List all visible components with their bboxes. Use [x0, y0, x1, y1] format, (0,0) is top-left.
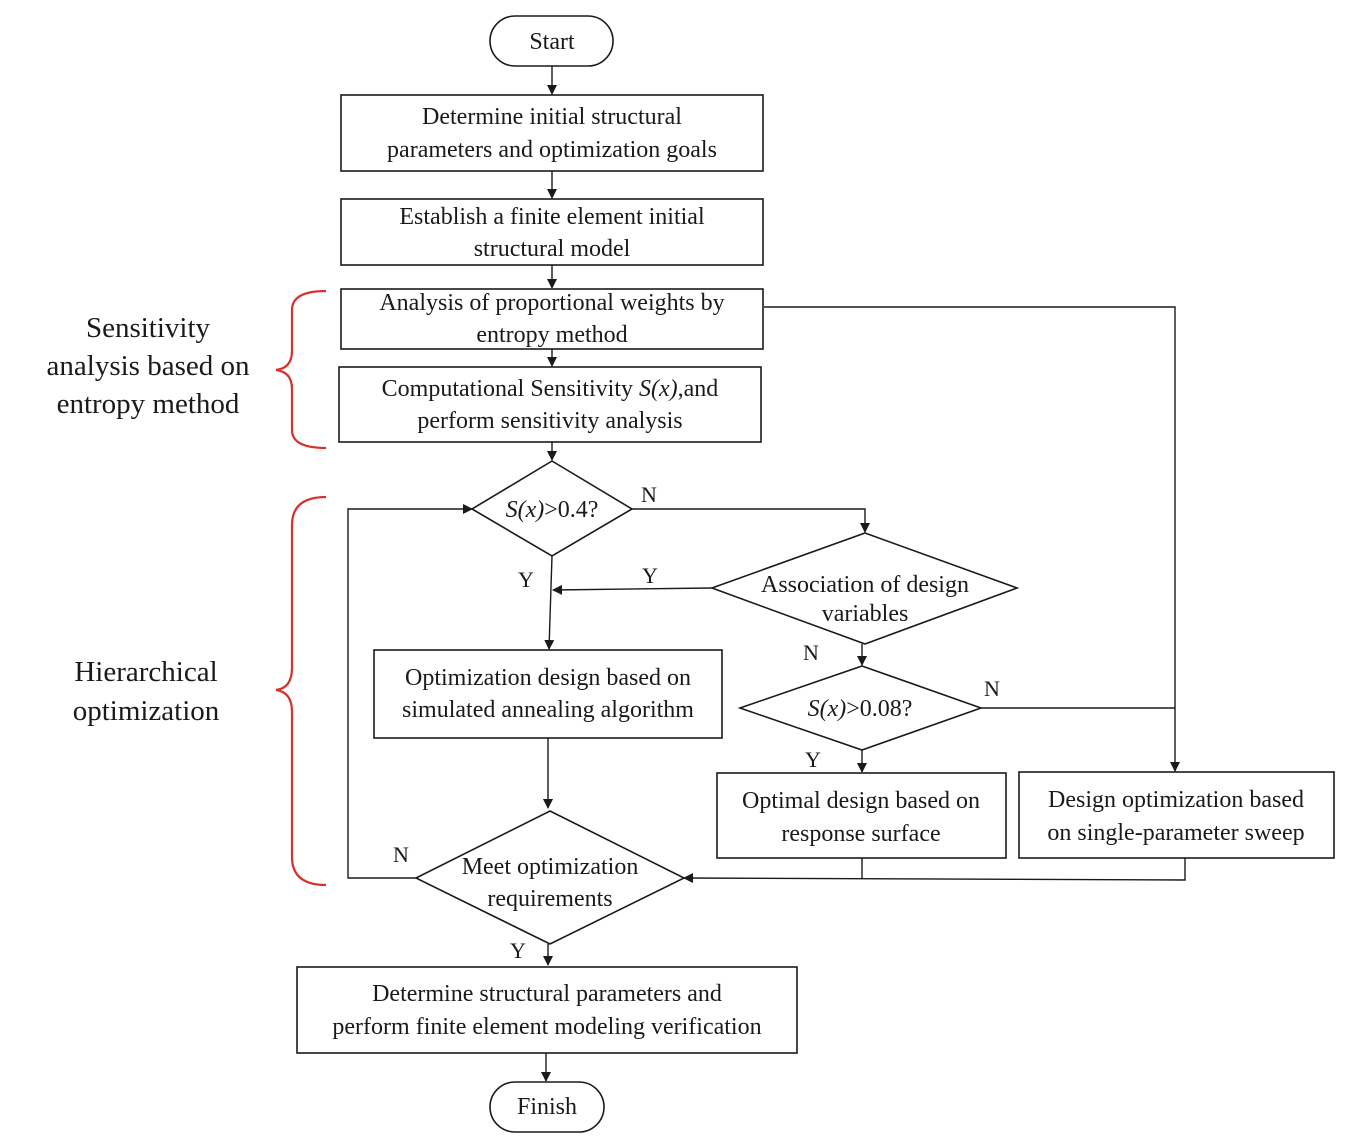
sensitivity-line1-pre: Computational Sensitivity	[382, 376, 639, 402]
sensitivity-group-line3: entropy method	[57, 388, 240, 420]
response-surface-line1: Optimal design based on	[742, 788, 980, 814]
start-label: Start	[529, 29, 575, 55]
decision-04-rest: >0.4?	[544, 497, 598, 523]
edge-sweep-to-meet	[683, 858, 1186, 884]
sensitivity-line1-post: ,and	[678, 376, 719, 402]
association-line2: variables	[822, 601, 909, 627]
edge-meet-no-loop	[347, 504, 473, 879]
simulated-annealing-line2: simulated annealing algorithm	[402, 697, 694, 723]
hierarchical-group-line1: Hierarchical	[74, 656, 217, 688]
edge-labels: N Y Y N N Y N Y	[393, 482, 1000, 963]
finish-label: Finish	[517, 1094, 577, 1120]
sensitivity-line1: Computational Sensitivity S(x),and	[382, 376, 719, 402]
label-association-no: N	[803, 640, 819, 665]
entropy-weights-box: Analysis of proportional weights by entr…	[340, 288, 764, 350]
sensitivity-group-line1: Sensitivity	[86, 312, 211, 344]
determine-initial-line2: parameters and optimization goals	[387, 137, 717, 163]
sensitivity-brace	[275, 289, 327, 450]
edge-entropy-to-single-sweep	[764, 306, 1180, 772]
decision-008-text: S(x)>0.08?	[808, 696, 913, 722]
single-sweep-line2: on single-parameter sweep	[1047, 820, 1304, 846]
establish-model-box: Establish a finite element initial struc…	[340, 198, 764, 266]
decision-04-text: S(x)>0.4?	[506, 497, 599, 523]
decision-04-diamond: S(x)>0.4?	[470, 460, 634, 557]
meet-requirements-diamond: Meet optimization requirements	[414, 810, 686, 945]
simulated-annealing-line1: Optimization design based on	[405, 665, 691, 691]
final-verification-line2: perform finite element modeling verifica…	[332, 1014, 761, 1040]
establish-model-line2: structural model	[474, 236, 631, 262]
sensitivity-group: Sensitivity analysis based on entropy me…	[47, 289, 327, 450]
simulated-annealing-box: Optimization design based on simulated a…	[373, 649, 723, 739]
edge-decision-04-yes	[544, 555, 555, 650]
single-sweep-line1: Design optimization based	[1048, 787, 1304, 813]
establish-model-line1: Establish a finite element initial	[399, 204, 705, 230]
hierarchical-group-line2: optimization	[73, 695, 220, 727]
final-verification-line1: Determine structural parameters and	[372, 981, 722, 1007]
label-d04-no: N	[641, 482, 657, 507]
sensitivity-line1-italic: S(x)	[639, 376, 678, 402]
hierarchical-brace	[275, 495, 327, 887]
label-meet-yes: Y	[510, 938, 526, 963]
label-association-yes: Y	[642, 563, 658, 588]
edge-decision-04-no	[632, 508, 870, 533]
determine-initial-box: Determine initial structural parameters …	[340, 94, 764, 172]
decision-008-rest: >0.08?	[846, 696, 912, 722]
entropy-weights-line2: entropy method	[476, 322, 627, 348]
edge-association-yes	[552, 584, 713, 595]
sensitivity-group-line2: analysis based on	[47, 350, 250, 382]
association-line1: Association of design	[761, 572, 969, 598]
label-meet-no: N	[393, 842, 409, 867]
connectors	[347, 66, 1186, 1082]
finish-node: Finish	[489, 1081, 605, 1133]
sensitivity-box: Computational Sensitivity S(x),and perfo…	[338, 366, 762, 443]
meet-requirements-line2: requirements	[487, 886, 612, 912]
response-surface-box: Optimal design based on response surface	[716, 772, 1007, 859]
decision-008-italic: S(x)	[808, 696, 847, 722]
entropy-weights-line1: Analysis of proportional weights by	[379, 290, 724, 316]
start-node: Start	[489, 15, 614, 67]
label-d04-yes: Y	[518, 567, 534, 592]
label-d008-no: N	[984, 676, 1000, 701]
hierarchical-group: Hierarchical optimization	[73, 495, 327, 887]
decision-008-diamond: S(x)>0.08?	[737, 665, 984, 751]
association-diamond: Association of design variables	[709, 532, 1020, 645]
sensitivity-line2: perform sensitivity analysis	[417, 408, 682, 434]
decision-04-italic: S(x)	[506, 497, 545, 523]
response-surface-line2: response surface	[781, 821, 940, 847]
final-verification-box: Determine structural parameters and perf…	[296, 966, 798, 1054]
meet-requirements-line1: Meet optimization	[462, 854, 639, 880]
determine-initial-line1: Determine initial structural	[422, 104, 682, 130]
label-d008-yes: Y	[805, 747, 821, 772]
single-sweep-box: Design optimization based on single-para…	[1018, 771, 1335, 859]
